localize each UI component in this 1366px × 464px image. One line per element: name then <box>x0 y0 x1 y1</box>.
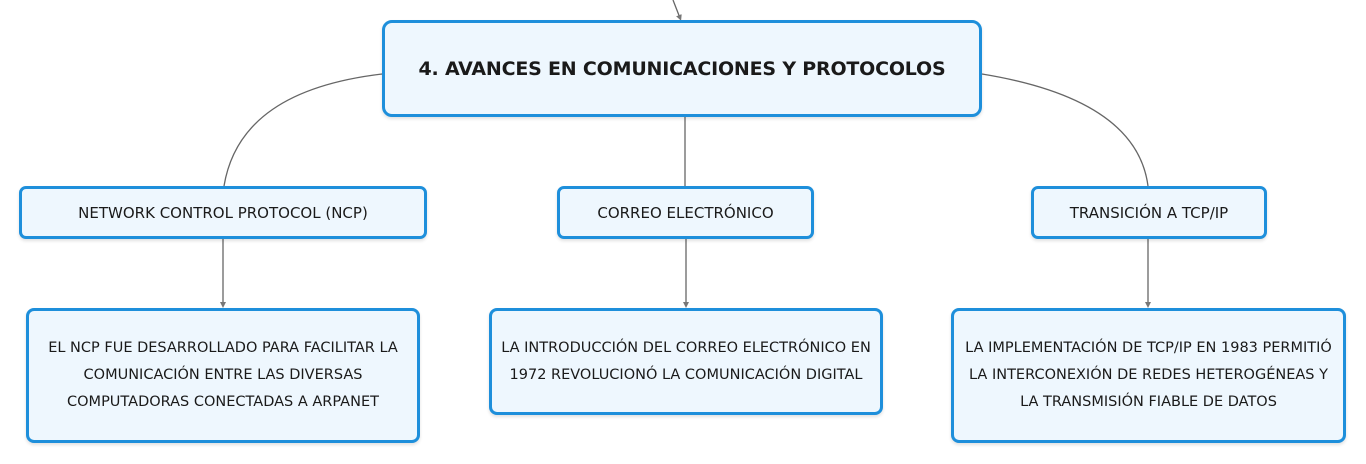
subtopic-node-email-detail[interactable]: LA INTRODUCCIÓN DEL CORREO ELECTRÓNICO E… <box>489 308 883 415</box>
topic-node-email[interactable]: CORREO ELECTRÓNICO <box>557 186 814 239</box>
subtopic-text-ncp: EL NCP FUE DESARROLLADO PARA FACILITAR L… <box>48 340 398 410</box>
connector-parent-to-root <box>672 0 682 21</box>
topic-label-ncp: NETWORK CONTROL PROTOCOL (NCP) <box>78 203 368 222</box>
root-topic-node[interactable]: 4. AVANCES EN COMUNICACIONES Y PROTOCOLO… <box>382 20 982 117</box>
root-topic-label: 4. AVANCES EN COMUNICACIONES Y PROTOCOLO… <box>418 57 946 80</box>
topic-label-email: CORREO ELECTRÓNICO <box>597 203 774 222</box>
topic-label-tcp-ip: TRANSICIÓN A TCP/IP <box>1069 203 1229 222</box>
topic-node-ncp[interactable]: NETWORK CONTROL PROTOCOL (NCP) <box>19 186 427 239</box>
subtopic-text-email: LA INTRODUCCIÓN DEL CORREO ELECTRÓNICO E… <box>501 339 871 383</box>
topic-node-tcp-ip[interactable]: TRANSICIÓN A TCP/IP <box>1031 186 1267 239</box>
subtopic-text-tcp-ip: LA IMPLEMENTACIÓN DE TCP/IP EN 1983 PERM… <box>965 340 1332 410</box>
connector-root-to-tcp <box>981 73 1149 187</box>
subtopic-node-tcp-ip-detail[interactable]: LA IMPLEMENTACIÓN DE TCP/IP EN 1983 PERM… <box>951 308 1346 443</box>
connector-root-to-ncp <box>223 73 383 187</box>
subtopic-node-ncp-detail[interactable]: EL NCP FUE DESARROLLADO PARA FACILITAR L… <box>26 308 420 443</box>
